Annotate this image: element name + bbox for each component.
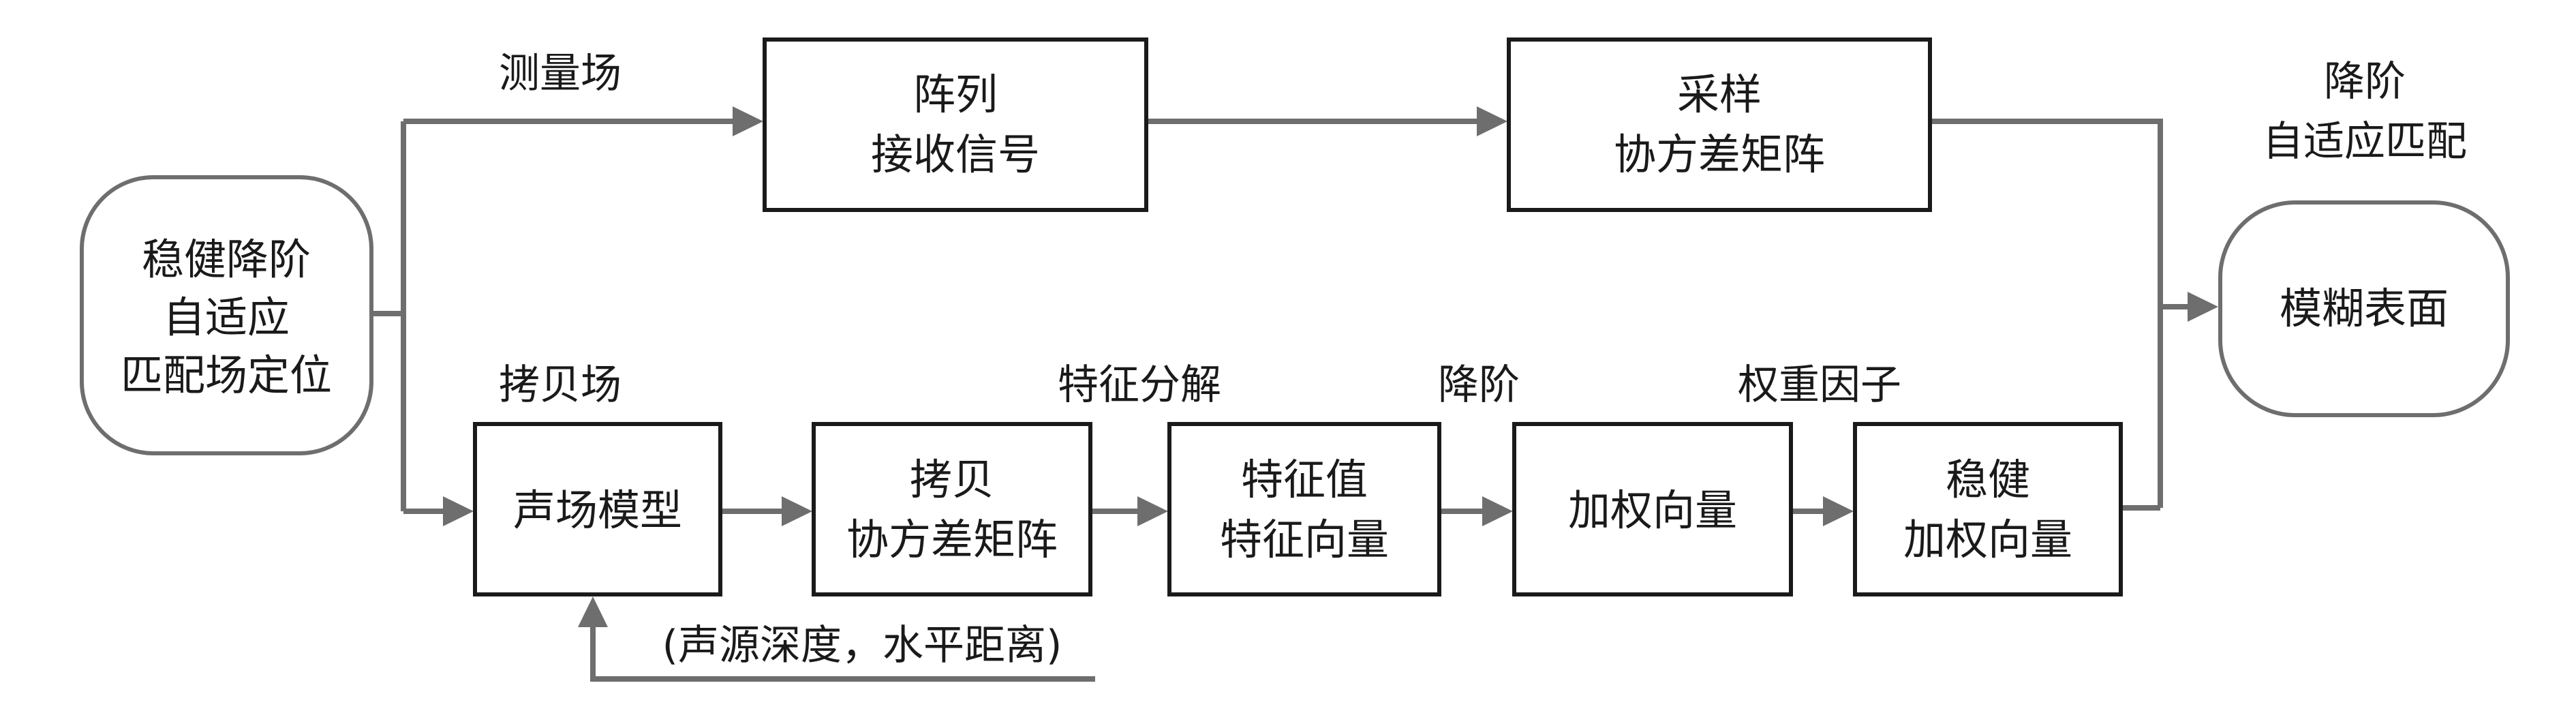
array-signal-line-2: 接收信号 bbox=[871, 130, 1040, 179]
fuzzy-surface-label: 模糊表面 bbox=[2280, 284, 2449, 333]
replica-covariance-line-2: 协方差矩阵 bbox=[846, 515, 1058, 564]
eigen-line-2: 特征向量 bbox=[1220, 515, 1389, 564]
fuzzy-surface-node: 模糊表面 bbox=[2218, 200, 2510, 417]
connector-start-trunk bbox=[371, 121, 406, 511]
arrow-head bbox=[1477, 106, 1507, 136]
acoustic-model-node: 声场模型 bbox=[473, 422, 722, 596]
arrow-head bbox=[1137, 496, 1168, 526]
start-node-line-3: 匹配场定位 bbox=[121, 350, 332, 400]
label-eigen-decomposition: 特征分解 bbox=[1058, 361, 1221, 409]
replica-covariance-node: 拷贝 协方差矩阵 bbox=[812, 422, 1092, 596]
arrow-head bbox=[443, 496, 474, 526]
arrow-head bbox=[1823, 496, 1854, 526]
robust-weight-line-2: 加权向量 bbox=[1903, 515, 2072, 564]
arrow-head bbox=[1482, 496, 1513, 526]
connector-source-params-feedback bbox=[590, 624, 1095, 682]
weight-vector-node: 加权向量 bbox=[1512, 422, 1793, 596]
weight-vector-label: 加权向量 bbox=[1568, 485, 1737, 535]
eigen-node: 特征值 特征向量 bbox=[1167, 422, 1441, 596]
arrow-head bbox=[2188, 292, 2218, 322]
array-signal-node: 阵列 接收信号 bbox=[763, 37, 1148, 212]
arrow-head bbox=[733, 106, 763, 136]
label-reduced-rank: 降阶 bbox=[1438, 361, 1520, 409]
acoustic-model-label: 声场模型 bbox=[513, 485, 682, 535]
sample-covariance-line-2: 协方差矩阵 bbox=[1614, 130, 1825, 179]
arrow-head bbox=[782, 496, 812, 526]
label-replica-field: 拷贝场 bbox=[499, 361, 622, 409]
label-source-parameters: (声源深度，水平距离) bbox=[662, 622, 1062, 669]
label-measured-field: 测量场 bbox=[499, 50, 622, 97]
start-node-line-2: 自适应 bbox=[163, 292, 290, 342]
start-node: 稳健降阶 自适应 匹配场定位 bbox=[80, 175, 373, 455]
robust-weight-vector-node: 稳健 加权向量 bbox=[1853, 422, 2123, 596]
label-reduced-rank-mf-line-1: 降阶 bbox=[2324, 58, 2406, 106]
connector-sample-to-merge bbox=[1930, 119, 2163, 508]
arrow-head bbox=[578, 596, 608, 627]
sample-covariance-line-1: 采样 bbox=[1677, 70, 1762, 119]
label-reduced-rank-mf-line-2: 自适应匹配 bbox=[2263, 118, 2467, 166]
eigen-line-1: 特征值 bbox=[1241, 455, 1368, 504]
sample-covariance-node: 采样 协方差矩阵 bbox=[1507, 37, 1932, 212]
array-signal-line-1: 阵列 bbox=[913, 70, 998, 119]
robust-weight-line-1: 稳健 bbox=[1946, 455, 2030, 504]
start-node-line-1: 稳健降阶 bbox=[142, 235, 311, 284]
replica-covariance-line-1: 拷贝 bbox=[910, 455, 994, 504]
label-weight-factor: 权重因子 bbox=[1738, 361, 1901, 409]
